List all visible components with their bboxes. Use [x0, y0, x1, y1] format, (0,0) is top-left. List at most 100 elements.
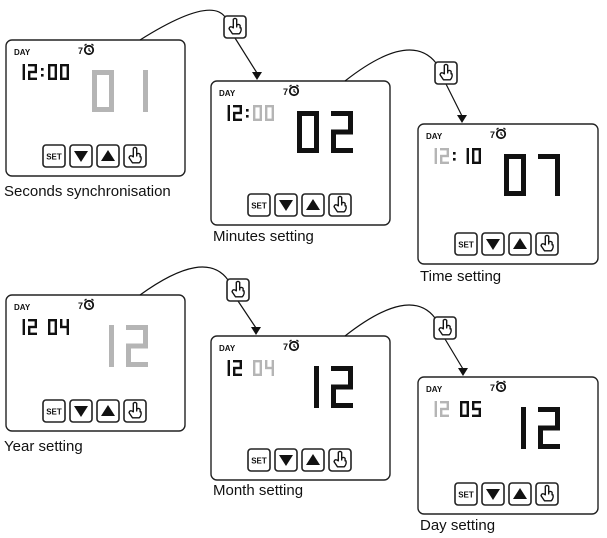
touch-button-frame[interactable]	[328, 448, 352, 472]
down-button[interactable]	[274, 193, 298, 217]
digit	[143, 70, 148, 112]
alarm-indicator: 7	[490, 380, 507, 393]
touch-button[interactable]	[535, 482, 559, 506]
hand-pointer-icon	[228, 17, 242, 35]
segment-c	[54, 327, 57, 335]
segment-b	[239, 105, 242, 113]
segment-e	[28, 327, 31, 335]
alarm-indicator: 7	[78, 298, 95, 311]
up-button[interactable]	[96, 144, 120, 168]
down-button[interactable]	[69, 144, 93, 168]
digit	[28, 319, 37, 335]
colon-dot-top	[41, 68, 44, 71]
segment-g	[472, 407, 481, 411]
alarm-clock-icon	[83, 298, 95, 311]
segment-c	[259, 368, 262, 376]
clock-hands	[88, 303, 92, 307]
digit	[538, 154, 560, 196]
set-button-frame[interactable]	[42, 144, 66, 168]
down-triangle-icon	[486, 489, 500, 500]
clock-hands	[88, 48, 92, 52]
segment-a	[472, 148, 481, 151]
large-value-display	[314, 366, 353, 408]
segment-a	[297, 111, 319, 116]
colon-dot-bottom	[453, 158, 456, 161]
digit	[538, 407, 560, 449]
segment-c	[66, 72, 69, 80]
set-button[interactable]: SET	[247, 448, 271, 472]
segment-b	[259, 360, 262, 368]
segment-e	[233, 113, 236, 121]
large-value-display	[297, 111, 353, 153]
set-button[interactable]: SET	[42, 144, 66, 168]
alarm-label: 7	[78, 46, 83, 56]
up-button[interactable]	[96, 399, 120, 423]
alarm-clock-icon	[288, 339, 300, 352]
segment-d	[460, 414, 469, 417]
set-button-frame[interactable]	[247, 193, 271, 217]
colon-separator	[453, 152, 456, 161]
down-button[interactable]	[481, 232, 505, 256]
segment-b	[34, 319, 37, 327]
segment-e	[440, 409, 443, 417]
touch-button[interactable]	[123, 399, 147, 423]
touch-button-frame[interactable]	[328, 193, 352, 217]
down-button[interactable]	[481, 482, 505, 506]
segment-d	[472, 414, 481, 417]
set-button[interactable]: SET	[247, 193, 271, 217]
segment-f	[472, 401, 475, 409]
hand-shape	[128, 146, 142, 164]
segment-e	[440, 156, 443, 164]
touch-button-frame[interactable]	[535, 482, 559, 506]
segment-d	[440, 161, 449, 164]
set-button[interactable]: SET	[42, 399, 66, 423]
segment-e	[472, 156, 475, 164]
touch-step-badge	[433, 316, 457, 340]
set-button[interactable]: SET	[454, 482, 478, 506]
touch-button-frame[interactable]	[123, 399, 147, 423]
touch-button[interactable]	[328, 448, 352, 472]
up-button[interactable]	[301, 193, 325, 217]
segment-d	[92, 107, 114, 112]
segment-a	[233, 360, 242, 363]
up-button[interactable]	[508, 482, 532, 506]
segment-g	[331, 129, 353, 135]
segment-d	[253, 118, 262, 121]
segment-a	[233, 105, 242, 108]
segment-b	[22, 319, 25, 327]
digit	[472, 401, 481, 417]
alarm-clock-icon	[83, 43, 95, 56]
segment-e	[126, 346, 131, 367]
digit	[28, 64, 37, 80]
segment-d	[233, 118, 242, 121]
segment-d	[265, 118, 274, 121]
segment-e	[48, 72, 51, 80]
up-button[interactable]	[301, 448, 325, 472]
touch-button-frame[interactable]	[535, 232, 559, 256]
segment-g	[233, 111, 242, 115]
set-button-frame[interactable]	[454, 232, 478, 256]
segment-g	[538, 425, 560, 431]
down-triangle-icon	[279, 200, 293, 211]
touch-button-frame[interactable]	[123, 144, 147, 168]
touch-button[interactable]	[328, 193, 352, 217]
segment-b	[348, 366, 353, 387]
segment-c	[54, 72, 57, 80]
down-button[interactable]	[274, 448, 298, 472]
down-button[interactable]	[69, 399, 93, 423]
set-button[interactable]: SET	[454, 232, 478, 256]
up-triangle-icon	[306, 199, 320, 210]
set-button-frame[interactable]	[454, 482, 478, 506]
set-button-frame[interactable]	[42, 399, 66, 423]
clock-hands	[500, 385, 504, 389]
alarm-indicator: 7	[283, 84, 300, 97]
digit	[331, 111, 353, 153]
touch-button[interactable]	[123, 144, 147, 168]
touch-button[interactable]	[535, 232, 559, 256]
up-button[interactable]	[508, 232, 532, 256]
large-value-display	[504, 154, 560, 196]
set-button-frame[interactable]	[247, 448, 271, 472]
segment-b	[271, 105, 274, 113]
